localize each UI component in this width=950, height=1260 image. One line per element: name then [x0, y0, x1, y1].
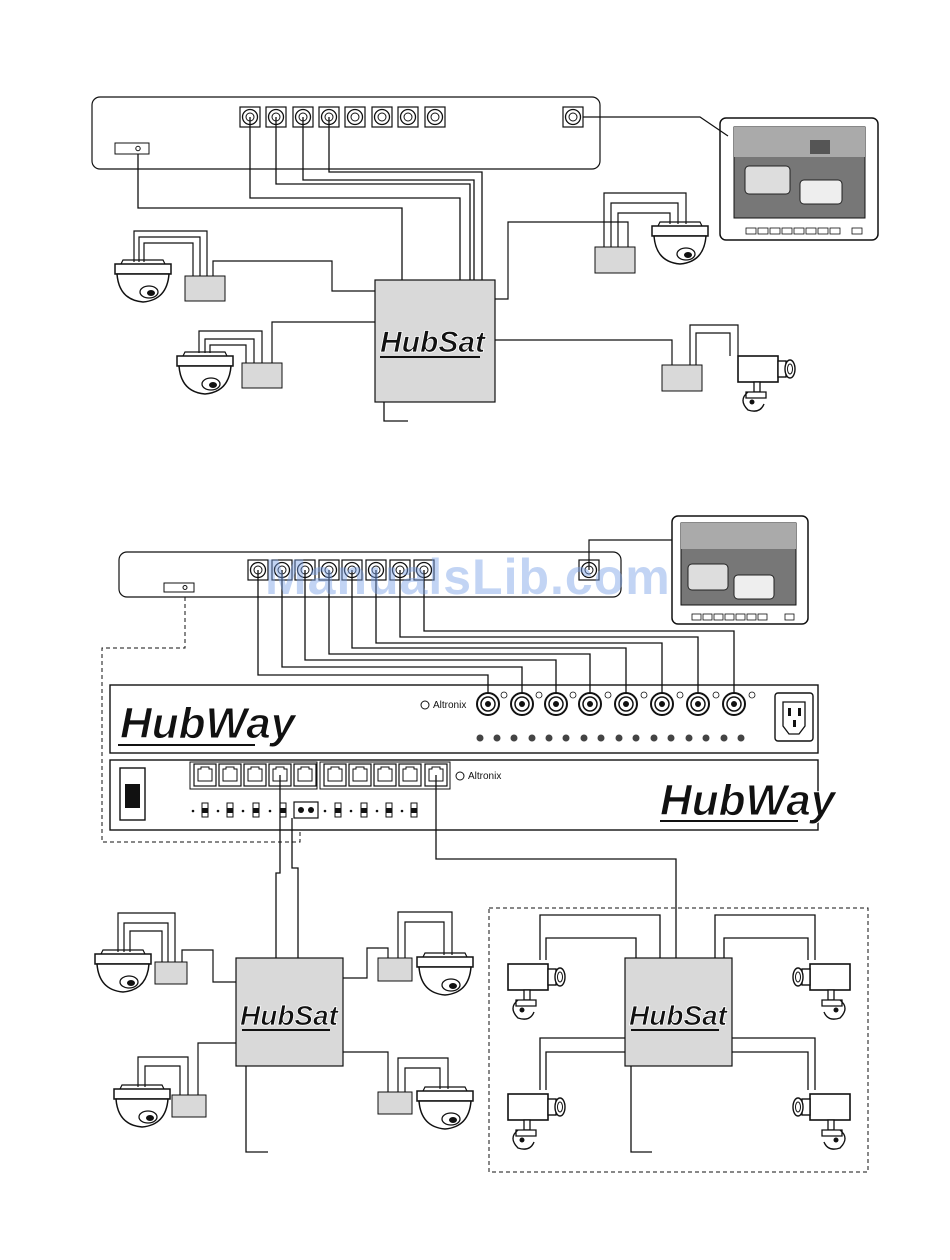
dvr-power-port	[115, 143, 149, 154]
transceiver-right	[662, 365, 702, 391]
hubsat-bottom-left-logo: HubSat	[240, 1000, 340, 1031]
bottom-diagram: HubWay Altronix	[95, 516, 868, 1172]
box-camera-right	[738, 356, 795, 411]
hubway-panel-logo: HubWay	[120, 699, 298, 748]
top-diagram: HubSat	[92, 97, 878, 421]
hubsat-bottom-right-logo: HubSat	[629, 1000, 729, 1031]
watermark: ManualsLib.com	[265, 548, 671, 606]
dome-camera-bl-2	[114, 1085, 170, 1127]
power-inlet	[775, 693, 813, 741]
hubway-switch-logo: HubWay	[660, 776, 838, 825]
dvr-monitor-output	[563, 107, 583, 127]
monitor-top	[720, 118, 878, 240]
dome-camera-top-right	[652, 222, 708, 264]
dome-camera-bl-4	[417, 1087, 473, 1129]
transceiver-top-left	[185, 276, 225, 301]
dome-camera-mid-left	[177, 352, 233, 394]
transceiver-mid-left	[242, 363, 282, 388]
transceiver-top-right	[595, 247, 635, 273]
dome-camera-bl-1	[95, 950, 151, 992]
hubway-switch-brand: Altronix	[468, 771, 501, 782]
dome-camera-bl-3	[417, 953, 473, 995]
box-camera-g4	[793, 1094, 850, 1149]
hubway-panel-brand: Altronix	[433, 700, 466, 711]
hubsat-top-logo: HubSat	[380, 326, 487, 359]
dome-camera-top-left	[115, 260, 171, 302]
box-camera-g3	[508, 1094, 565, 1149]
box-camera-g2	[793, 964, 850, 1019]
power-terminal	[294, 802, 318, 818]
box-camera-g1	[508, 964, 565, 1019]
monitor-bottom	[672, 516, 808, 624]
